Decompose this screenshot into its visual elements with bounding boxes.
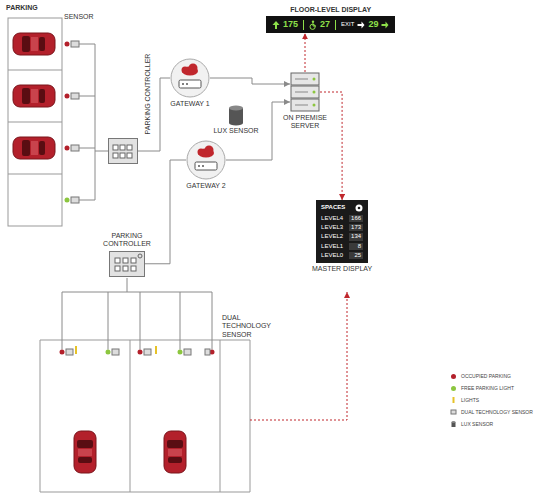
legend-text: FREE PARKING LIGHT [461, 385, 514, 391]
space-count: 166 [349, 215, 363, 222]
legend-text: OCCUPIED PARKING [461, 373, 511, 379]
controller-box [109, 251, 145, 277]
separator [303, 20, 304, 30]
gate-node: GATEWAY 1 [168, 58, 212, 108]
network-wire [145, 160, 186, 264]
controller-label: PARKING CONTROLLER [92, 232, 162, 249]
display-title: FLOOR-LEVEL DISPLAY [290, 6, 371, 14]
server-node: ON PREMISE SERVER [282, 72, 328, 131]
parking-lot [8, 18, 62, 226]
gear-icon [355, 204, 363, 212]
ctrlh-node: PARKING CONTROLLER [92, 232, 162, 277]
lux-sensor-icon [228, 104, 244, 126]
sensor-wires [79, 44, 108, 200]
sensor-wires [62, 278, 212, 350]
display-label: MASTER DISPLAY [312, 265, 372, 273]
server-icon [290, 72, 320, 112]
server-label: ON PREMISE SERVER [282, 114, 328, 131]
legend-text: DUAL TECHNOLOGY SENSOR [461, 409, 533, 415]
level-name: LEVEL3 [321, 224, 343, 231]
floor-level-display: 175 27 EXIT 29 [266, 16, 395, 33]
data-link [250, 292, 347, 420]
legend-symbol [450, 396, 457, 404]
parking-lot [40, 340, 250, 492]
legend-text: LIGHTS [461, 397, 479, 403]
arrow-icon [381, 20, 389, 30]
controller-ports [110, 252, 144, 276]
legend-row: LIGHTS [450, 394, 533, 406]
master-display: SPACES LEVEL4 166LEVEL3 173LEVEL2 134LEVEL1 8… [316, 200, 368, 263]
lux-sensor-label: LUX SENSOR [213, 127, 258, 135]
controller-box [108, 138, 138, 164]
arrow-icon [357, 20, 365, 30]
up-icon [272, 20, 280, 30]
legend-row: FREE PARKING LIGHT [450, 382, 533, 394]
space-count: 8 [349, 243, 363, 250]
space-count: 173 [349, 224, 363, 231]
space-count: 175 [283, 19, 298, 30]
gateway-icon [186, 140, 226, 180]
space-count: 27 [320, 19, 330, 30]
space-count: 29 [368, 19, 378, 30]
legend-swatch [451, 386, 456, 391]
legend-swatch [451, 374, 456, 379]
network-wire [210, 78, 290, 84]
legend: OCCUPIED PARKING FREE PARKING LIGHT LIGHTS… [450, 370, 533, 430]
level-name: LEVEL2 [321, 233, 343, 240]
network-wire [138, 78, 170, 151]
legend-text: LUX SENSOR [461, 421, 493, 427]
sensor-label: DUAL TECHNOLOGY SENSOR [222, 314, 280, 339]
legend-row: LUX SENSOR [450, 418, 533, 430]
gateway-label: GATEWAY 1 [170, 100, 209, 108]
space-count: 134 [349, 233, 363, 240]
controller-ports [109, 139, 137, 163]
controller-label: PARKING CONTROLLER [144, 53, 152, 134]
legend-symbol [450, 408, 457, 416]
dual-technology-sensors [60, 346, 215, 355]
lux-node: LUX SENSOR [214, 104, 258, 135]
data-link [305, 33, 306, 72]
space-count: 25 [349, 252, 363, 259]
sensor-symbols [65, 41, 80, 203]
sensor-label: SENSOR [64, 13, 94, 21]
level-name: LEVEL1 [321, 243, 343, 250]
data-link [320, 92, 342, 200]
floor-node: FLOOR-LEVEL DISPLAY 175 27 EXIT 29 [266, 6, 395, 33]
display-heading: SPACES [321, 204, 345, 211]
legend-symbol [450, 420, 457, 428]
gateway-icon [170, 58, 210, 98]
level-name: LEVEL0 [321, 252, 343, 259]
exit-label: EXIT [341, 21, 354, 28]
level-name: LEVEL4 [321, 215, 343, 222]
separator [335, 20, 336, 30]
master-node: SPACES LEVEL4 166LEVEL3 173LEVEL2 134LEVEL1 8… [312, 200, 372, 273]
ctrlv-node: PARKING CONTROLLER [108, 138, 138, 164]
legend-row: DUAL TECHNOLOGY SENSOR [450, 406, 533, 418]
gate-node: GATEWAY 2 [184, 140, 228, 190]
wheel-icon [309, 20, 317, 30]
legend-row: OCCUPIED PARKING [450, 370, 533, 382]
section-title: PARKING [6, 4, 38, 12]
gateway-label: GATEWAY 2 [186, 182, 225, 190]
